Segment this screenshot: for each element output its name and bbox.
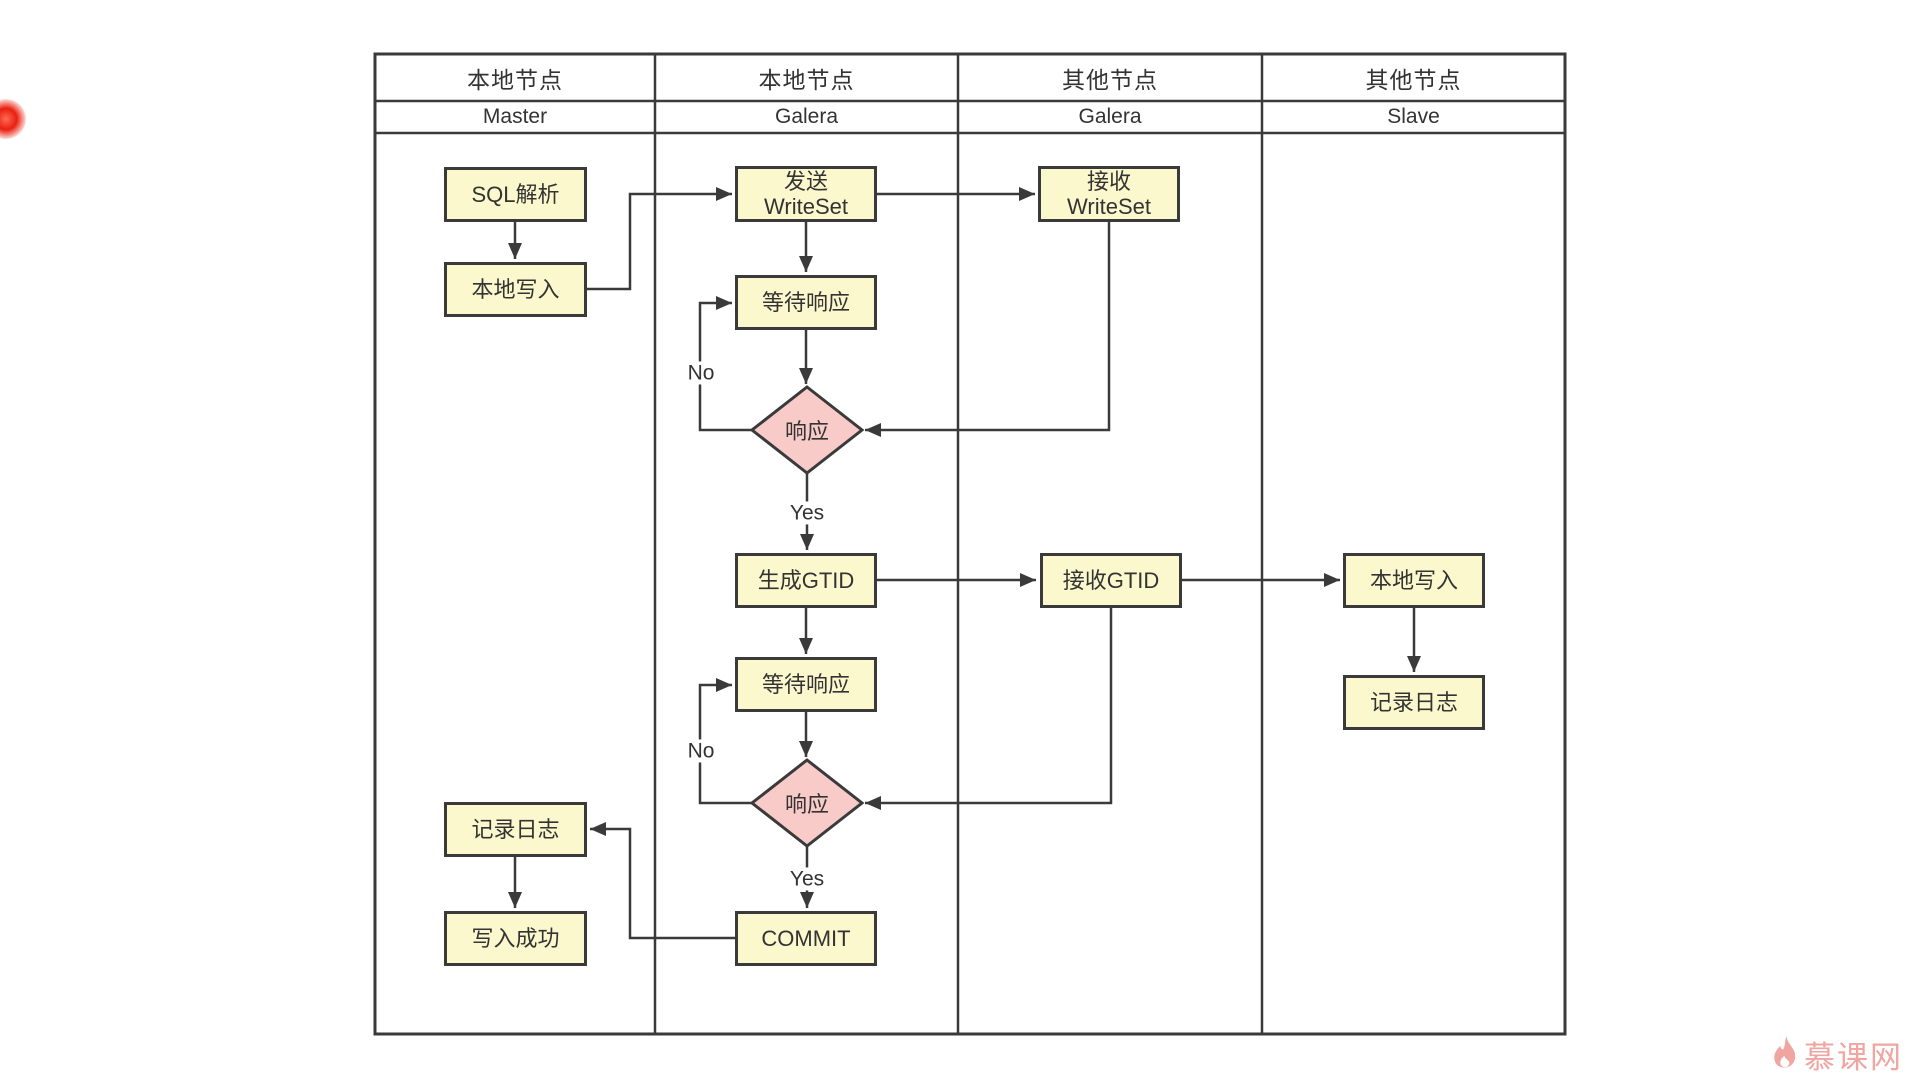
edge-label-no-2: No (684, 739, 718, 763)
node-receive-writeset: 接收 WriteSet (1038, 166, 1180, 222)
node-receive-gtid: 接收GTID (1040, 553, 1182, 608)
lane-1-subtitle: Master (482, 105, 548, 128)
node-log-master: 记录日志 (444, 802, 587, 857)
node-wait-response-2: 等待响应 (735, 657, 877, 712)
swimlane-grid (373, 52, 1567, 1036)
lane-2-subtitle: Galera (774, 105, 839, 128)
table-outer-border (373, 52, 1567, 1036)
lane-3-subtitle: Galera (1078, 105, 1142, 128)
arrow-commit-to-masterlog (590, 822, 735, 940)
edge-label-yes-1: Yes (786, 501, 828, 525)
edge-label-no-1: No (684, 361, 718, 385)
node-log-slave: 记录日志 (1343, 675, 1485, 730)
arrow-receivegtid-to-response2 (865, 608, 1113, 810)
decision-response-2 (749, 758, 865, 848)
lane-4-subtitle: Slave (1387, 105, 1440, 128)
node-write-success: 写入成功 (444, 911, 587, 966)
flame-icon (1774, 1036, 1796, 1068)
lane-3-title: 其他节点 (1062, 66, 1158, 93)
node-wait-response-1: 等待响应 (735, 275, 877, 330)
arrow-receivewriteset-to-response1 (865, 222, 1111, 437)
lane-4-title: 其他节点 (1365, 66, 1462, 93)
edge-label-yes-2: Yes (786, 867, 828, 891)
lane-2-title: 本地节点 (758, 66, 855, 93)
node-local-write-master: 本地写入 (444, 262, 587, 317)
node-commit: COMMIT (735, 911, 877, 966)
arrow-localwrite-to-sendwriteset (587, 187, 732, 291)
watermark-text: 慕课网 (1804, 1040, 1903, 1075)
decision-response-1 (749, 385, 865, 475)
watermark: 慕课网 (1772, 1032, 1903, 1077)
node-generate-gtid: 生成GTID (735, 553, 877, 608)
node-local-write-slave: 本地写入 (1343, 553, 1485, 608)
flow-arrows (508, 187, 1421, 940)
node-send-writeset: 发送 WriteSet (735, 166, 877, 222)
lane-1-title: 本地节点 (467, 66, 563, 93)
node-sql-parse: SQL解析 (444, 167, 587, 222)
